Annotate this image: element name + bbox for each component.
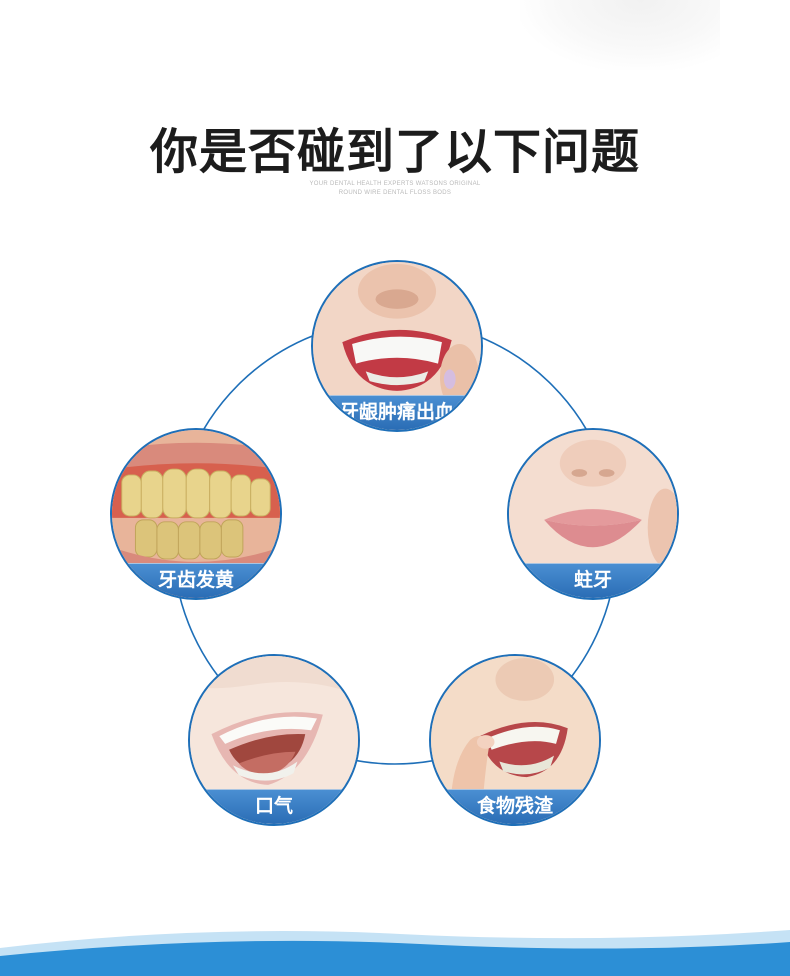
- problem-food-debris[interactable]: 食物残渣: [429, 654, 601, 826]
- subtitle-line-2: ROUND WIRE DENTAL FLOSS BODS: [338, 190, 452, 196]
- background-hand-photo: [520, 0, 720, 70]
- page-title: 你是否碰到了以下问题: [149, 124, 640, 180]
- problem-label: 食物残渣: [431, 789, 599, 824]
- problem-tooth-decay[interactable]: 蛀牙: [507, 428, 679, 600]
- subtitle-line-1: YOUR DENTAL HEALTH EXPERTS WATSONS ORIGI…: [309, 181, 481, 187]
- problem-label: 蛀牙: [509, 563, 677, 598]
- problem-yellow-teeth[interactable]: 牙齿发黄: [110, 428, 282, 600]
- bottom-wave-decoration: [0, 930, 790, 976]
- problem-label: 牙齿发黄: [112, 563, 280, 598]
- problem-label: 牙龈肿痛出血: [313, 395, 481, 430]
- subtitle: YOUR DENTAL HEALTH EXPERTS WATSONS ORIGI…: [0, 180, 790, 198]
- problem-label: 口气: [190, 789, 358, 824]
- problem-gum-bleeding[interactable]: 牙龈肿痛出血: [311, 260, 483, 432]
- problem-bad-breath[interactable]: 口气: [188, 654, 360, 826]
- bad-breath-photo: [190, 656, 358, 824]
